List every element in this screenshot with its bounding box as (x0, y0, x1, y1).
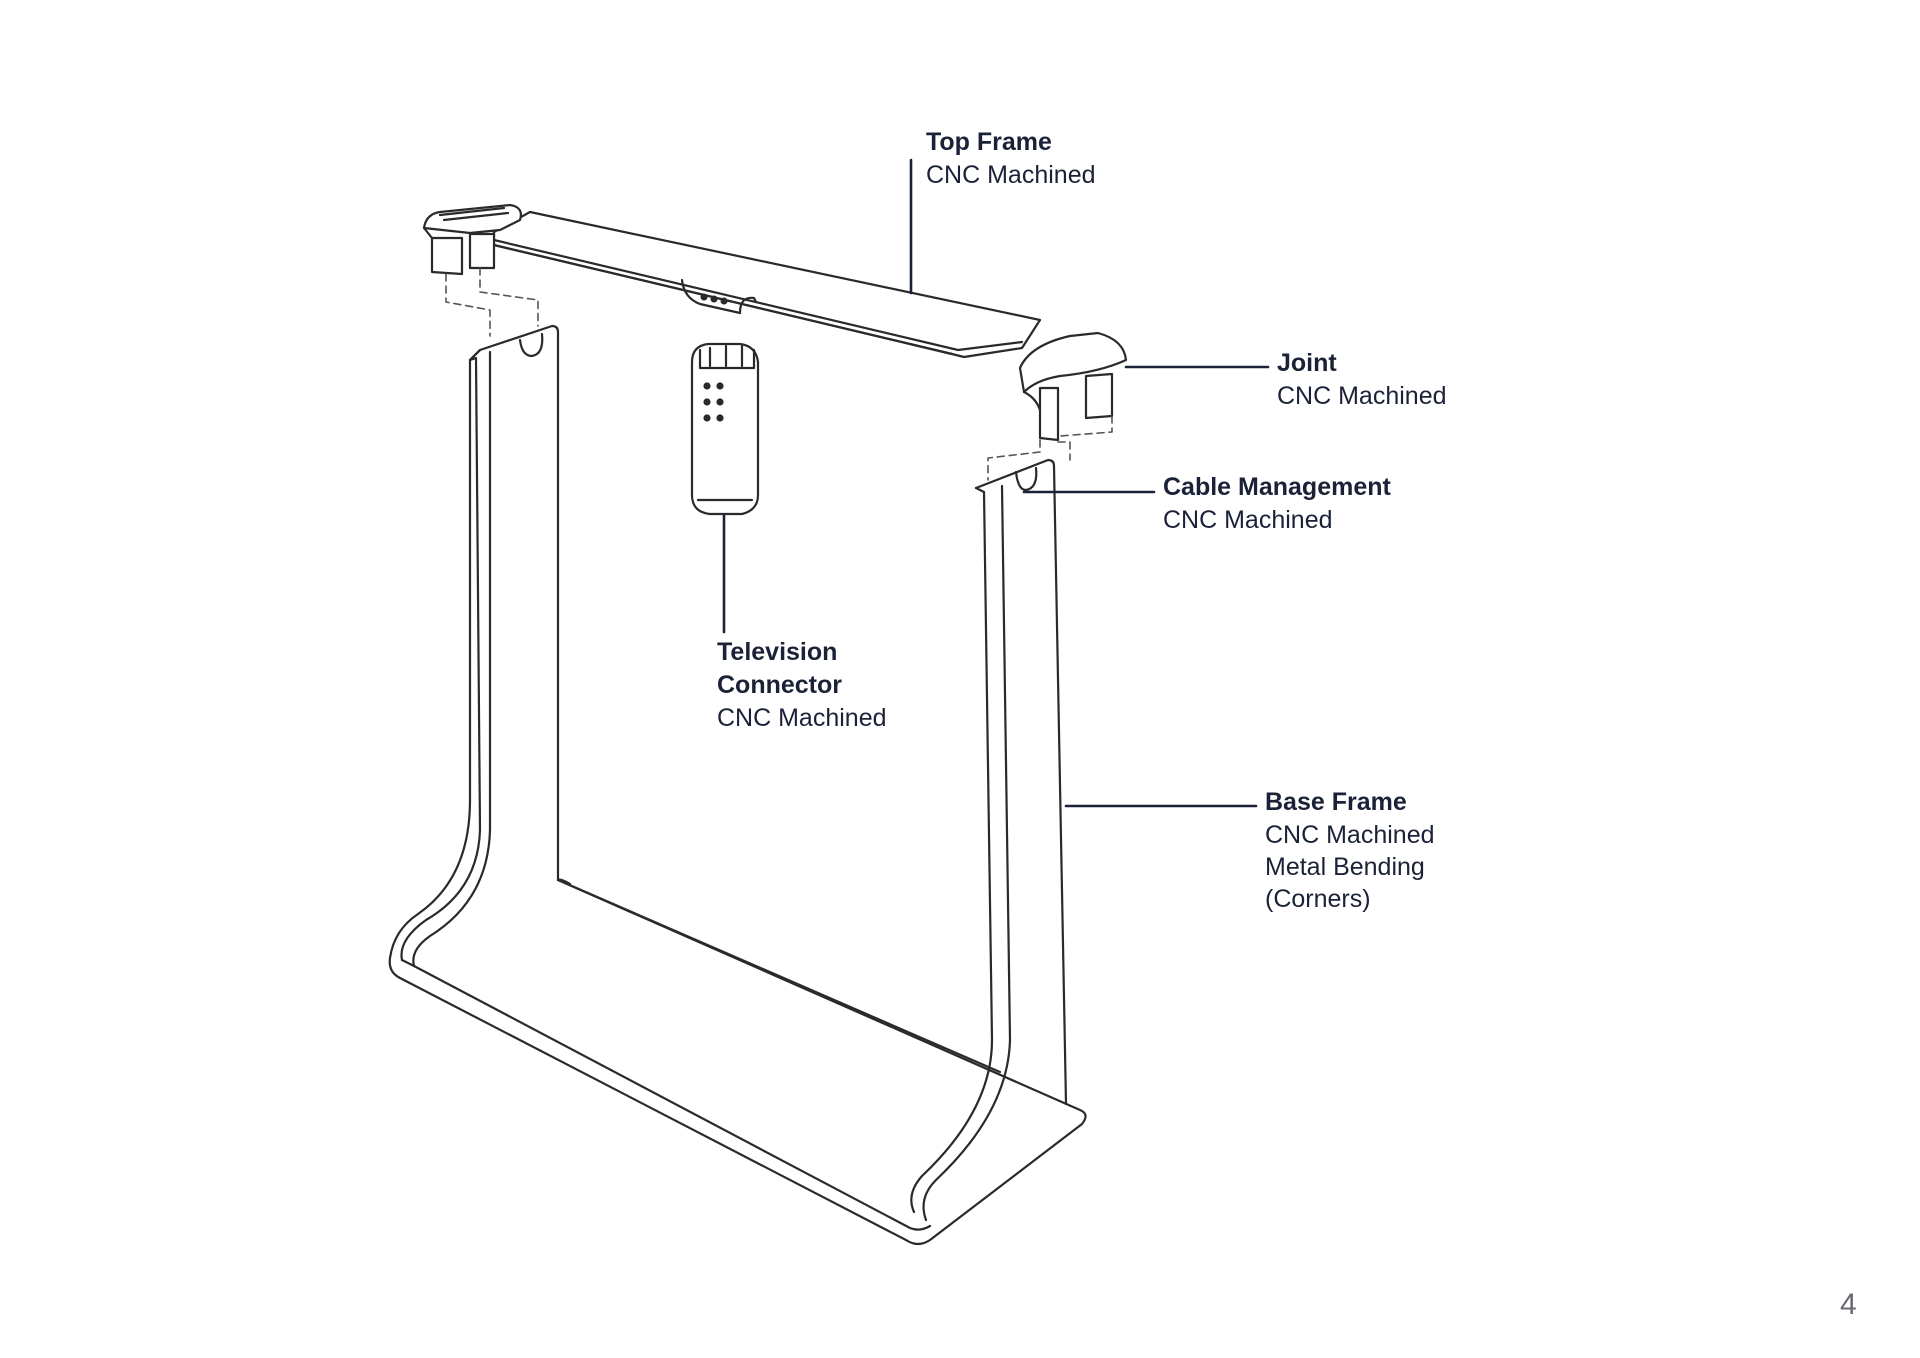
callout-base-frame-title: Base Frame (1265, 788, 1407, 816)
callout-top-frame: Top Frame CNC Machined (926, 126, 1096, 191)
callout-joint-title: Joint (1277, 349, 1337, 377)
callout-base-frame: Base Frame CNC Machined Metal Bending (C… (1265, 786, 1435, 915)
callout-top-frame-process: CNC Machined (926, 161, 1096, 189)
callout-cable-management-process: CNC Machined (1163, 506, 1333, 534)
callout-joint-process: CNC Machined (1277, 382, 1447, 410)
assembly-guides (445, 267, 1113, 481)
callout-base-frame-process-3: (Corners) (1265, 885, 1371, 913)
top-frame-part (492, 210, 1042, 359)
callout-base-frame-process-1: CNC Machined (1265, 821, 1435, 849)
callout-base-frame-process-2: Metal Bending (1265, 853, 1425, 881)
callout-television-connector-process: CNC Machined (717, 704, 887, 732)
right-joint-part (1018, 331, 1128, 442)
callout-television-connector-title-line-1: Television (717, 638, 838, 666)
callout-joint: Joint CNC Machined (1277, 347, 1447, 412)
callout-cable-management-title: Cable Management (1163, 473, 1391, 501)
callout-television-connector-title-line-2: Connector (717, 671, 842, 699)
leader-lines (722, 158, 1270, 808)
page-number: 4 (1840, 1288, 1857, 1321)
left-joint-part (422, 203, 522, 276)
callout-top-frame-title: Top Frame (926, 128, 1052, 156)
callout-television-connector: Television Connector CNC Machined (717, 636, 887, 734)
callout-cable-management: Cable Management CNC Machined (1163, 471, 1391, 536)
base-frame-part (388, 324, 1087, 1246)
television-connector-part (690, 342, 760, 516)
